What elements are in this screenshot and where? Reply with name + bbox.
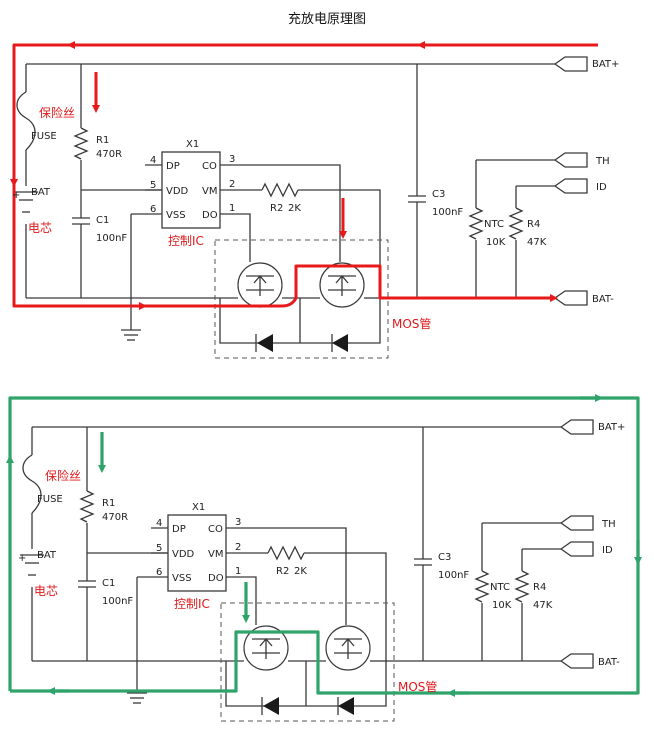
label-r4-2: R4 (533, 582, 546, 593)
label-pin3: 3 (229, 154, 235, 165)
label-r1-2: R1 (102, 498, 115, 509)
label-co: CO (202, 161, 217, 172)
label-c3-2: C3 (438, 552, 451, 563)
label-vdd: VDD (166, 186, 189, 197)
label-mos-cn-2: MOS管 (398, 679, 437, 694)
label-r1-value-2: 470R (102, 512, 128, 523)
label-pin3-2: 3 (235, 517, 241, 528)
label-r2-value: 2K (288, 203, 301, 214)
label-dp-2: DP (172, 524, 186, 535)
label-bat-plus: BAT+ (592, 59, 619, 70)
label-bat-plus-2: BAT+ (598, 422, 625, 433)
label-r2: R2 (270, 203, 283, 214)
label-do-2: DO (208, 573, 224, 584)
label-co-2: CO (208, 524, 223, 535)
label-c1: C1 (96, 215, 109, 226)
label-th: TH (595, 156, 610, 167)
label-vm: VM (202, 186, 217, 197)
label-pin1: 1 (229, 203, 235, 214)
label-ntc-value: 10K (486, 237, 506, 248)
label-c3-value-2: 100nF (438, 570, 469, 581)
label-r4: R4 (527, 219, 540, 230)
label-do: DO (202, 210, 218, 221)
label-fuse-cn: 保险丝 (39, 105, 75, 120)
label-th-2: TH (601, 519, 616, 530)
label-ntc-2: NTC (490, 582, 510, 593)
label-r4-value: 47K (527, 237, 547, 248)
label-pin6: 6 (150, 204, 156, 215)
label-bat-minus: BAT- (592, 294, 614, 305)
label-id: ID (596, 182, 607, 193)
label-vdd-2: VDD (172, 549, 195, 560)
label-r1-value: 470R (96, 149, 122, 160)
label-pin4: 4 (150, 155, 156, 166)
label-x1-2: X1 (192, 502, 205, 513)
label-r4-value-2: 47K (533, 600, 553, 611)
label-cell-cn: 电芯 (28, 221, 52, 235)
label-c1-2: C1 (102, 578, 115, 589)
label-ntc: NTC (484, 219, 504, 230)
label-pin1-2: 1 (235, 566, 241, 577)
label-bat-2: BAT (37, 550, 57, 561)
label-r2-2: R2 (276, 566, 289, 577)
charge-schematic: BAT+ TH ID BAT- 保险丝 FUSE + BAT 电芯 R1 470… (10, 41, 619, 359)
label-bat: BAT (31, 187, 51, 198)
label-vm-2: VM (208, 549, 223, 560)
label-mos-cn: MOS管 (392, 316, 431, 331)
label-r2-value-2: 2K (294, 566, 307, 577)
label-dp: DP (166, 161, 180, 172)
label-bat-minus-2: BAT- (598, 657, 620, 668)
label-fuse: FUSE (31, 131, 57, 142)
label-x1: X1 (186, 139, 199, 150)
label-vss-2: VSS (172, 573, 192, 584)
label-c1-value: 100nF (96, 233, 127, 244)
label-c3-value: 100nF (432, 207, 463, 218)
label-ic-cn-2: 控制IC (174, 597, 210, 611)
label-pin2: 2 (229, 179, 235, 190)
label-c1-value-2: 100nF (102, 596, 133, 607)
label-cell-cn-2: 电芯 (34, 584, 58, 598)
label-pin6-2: 6 (156, 567, 162, 578)
label-id-2: ID (602, 545, 613, 556)
label-pin5: 5 (150, 180, 156, 191)
label-ntc-value-2: 10K (492, 600, 512, 611)
label-fuse-2: FUSE (37, 494, 63, 505)
label-pin2-2: 2 (235, 542, 241, 553)
charge-current-path (12, 43, 598, 308)
label-c3: C3 (432, 189, 445, 200)
label-plus-2: + (18, 553, 26, 564)
label-pin5-2: 5 (156, 543, 162, 554)
label-pin4-2: 4 (156, 518, 162, 529)
discharge-schematic: BAT+ TH ID BAT- 保险丝 FUSE + BAT 电芯 R1 470… (6, 394, 642, 722)
label-fuse-cn-2: 保险丝 (45, 468, 81, 483)
label-vss: VSS (166, 210, 186, 221)
diagram-title: 充放电原理图 (288, 11, 366, 27)
label-plus: + (12, 190, 20, 201)
discharge-current-path (8, 396, 640, 695)
label-ic-cn: 控制IC (168, 234, 204, 248)
label-r1: R1 (96, 135, 109, 146)
